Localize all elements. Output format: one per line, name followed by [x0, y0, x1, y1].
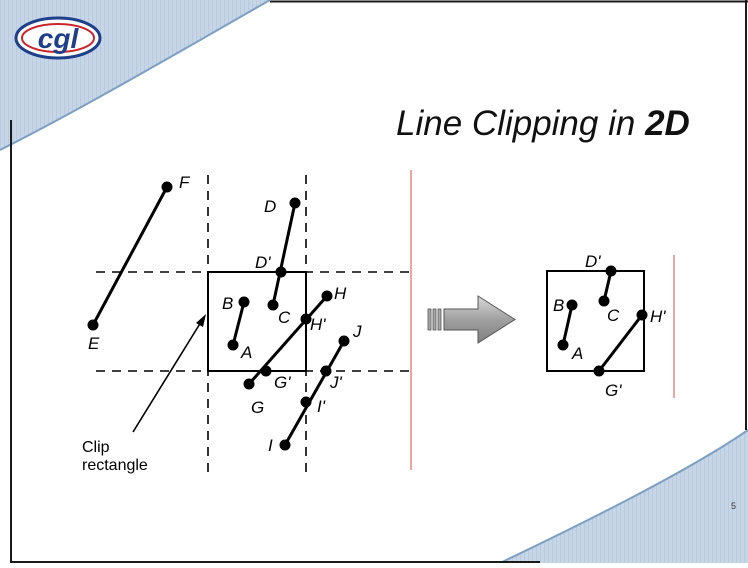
clipped-segment-BA [561, 304, 574, 346]
point-C [267, 299, 279, 311]
clipped-point-G-prime [593, 365, 605, 377]
point-I [279, 439, 291, 451]
clip-label-line1: Clip [82, 439, 110, 456]
label-I: I [268, 436, 273, 455]
point-J [338, 335, 350, 347]
clip-label-arrowhead [196, 314, 206, 327]
point-D [289, 197, 301, 209]
diagram-after: D' B C H' A G' [546, 252, 666, 400]
point-G [243, 378, 255, 390]
point-A [227, 339, 239, 351]
point-G-prime [260, 365, 272, 377]
clipped-point-A [557, 339, 569, 351]
slide-title: Line Clipping in 2D [396, 104, 726, 144]
bottom-right-swoosh-edge [499, 429, 748, 564]
segment-DC [271, 202, 297, 306]
clipped-segment-GH [597, 314, 644, 372]
point-H [321, 290, 333, 302]
point-J-prime [320, 365, 332, 377]
point-I-prime [300, 396, 312, 408]
clip-label-pointer [132, 321, 202, 433]
top-left-swoosh-edge [0, 0, 271, 151]
clipped-label-H-prime: H' [650, 307, 666, 326]
transition-arrow [427, 295, 516, 344]
label-E: E [88, 334, 100, 353]
segment-IJ [283, 340, 346, 446]
label-B: B [222, 294, 233, 313]
segment-BA [231, 301, 246, 346]
point-D-prime [275, 266, 287, 278]
logo-text: cgl [38, 23, 80, 54]
logo: cgl [14, 16, 102, 60]
point-E [87, 319, 99, 331]
clip-extension-lines [96, 175, 412, 472]
slide-title-emphasis: 2D [645, 104, 690, 143]
segment-EF [91, 186, 169, 326]
clip-rectangle [207, 271, 307, 372]
label-J-prime: J' [329, 373, 343, 392]
label-A: A [240, 343, 252, 362]
point-F [161, 181, 173, 193]
point-H-prime [300, 313, 312, 325]
clipped-label-C: C [607, 306, 620, 325]
label-C: C [278, 308, 291, 327]
point-B [238, 296, 250, 308]
clipped-rectangle [546, 270, 645, 372]
clipped-point-H-prime [636, 309, 648, 321]
label-G-prime: G' [274, 373, 291, 392]
clip-label-line2: rectangle [82, 457, 148, 474]
clipped-point-B [566, 299, 578, 311]
clipped-point-C [598, 295, 610, 307]
label-I-prime: I' [317, 397, 326, 416]
label-D-prime: D' [255, 253, 271, 272]
clipped-label-G-prime: G' [605, 381, 622, 400]
label-F: F [179, 173, 191, 192]
clipped-point-D-prime [605, 265, 617, 277]
bottom-right-swoosh [500, 430, 748, 563]
label-D: D [264, 197, 276, 216]
clipped-label-D-prime: D' [585, 252, 601, 271]
diagram-before: F E D D' B A C H H' G' G J J' I' I Clip … [82, 173, 412, 474]
label-J: J [352, 322, 362, 341]
label-H-prime: H' [310, 315, 326, 334]
clipped-label-A: A [571, 344, 583, 363]
clipped-label-B: B [553, 296, 564, 315]
slide-title-main: Line Clipping in [396, 104, 646, 143]
label-H: H [334, 284, 347, 303]
label-G: G [251, 398, 264, 417]
page-number: 5 [731, 501, 737, 511]
